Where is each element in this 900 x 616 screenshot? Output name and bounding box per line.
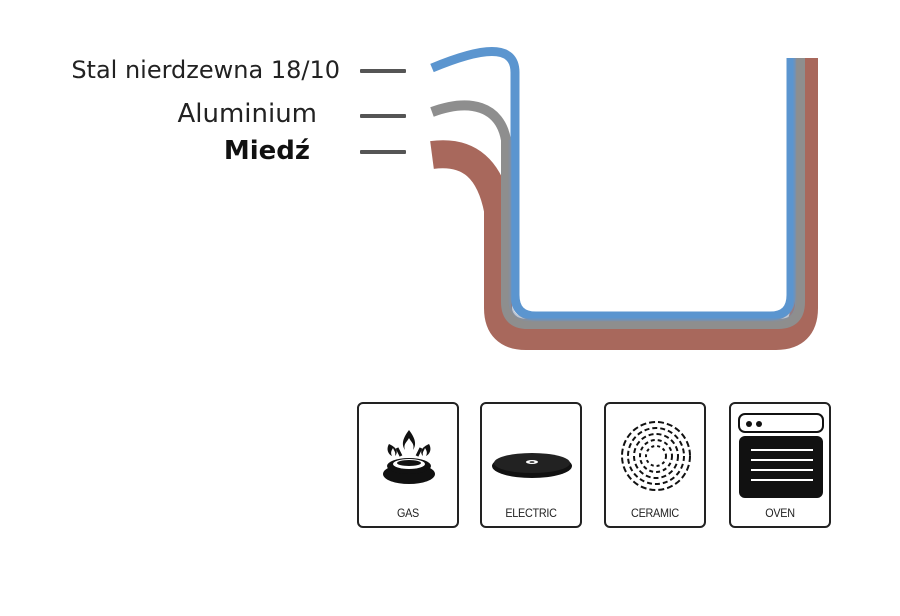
steel-layer <box>430 47 796 321</box>
oven-icon <box>738 413 824 498</box>
gas-burner-icon <box>383 430 435 484</box>
layer-label-steel: Stal nierdzewna 18/10 <box>71 56 340 84</box>
cooktop-label: CERAMIC <box>631 506 679 520</box>
aluminium-layer <box>430 58 805 329</box>
cooktop-gas: GAS <box>357 402 459 528</box>
layer-blend <box>508 58 797 322</box>
copper-layer <box>430 58 818 350</box>
layer-label-copper: Miedź <box>223 136 310 166</box>
cooktop-label: ELECTRIC <box>505 506 557 520</box>
ceramic-hob-icon <box>621 421 691 491</box>
cooktop-ceramic: CERAMIC <box>604 402 706 528</box>
electric-plate-icon <box>492 453 572 478</box>
leader-line-aluminium <box>360 114 406 118</box>
cooktop-label: OVEN <box>765 506 795 520</box>
cooktop-label: GAS <box>396 506 419 520</box>
layer-label-aluminium: Aluminium <box>177 99 317 129</box>
cooktop-oven: OVEN <box>729 402 831 528</box>
leader-line-copper <box>360 150 406 154</box>
leader-line-steel <box>360 69 406 73</box>
cooktop-electric: ELECTRIC <box>480 402 582 528</box>
